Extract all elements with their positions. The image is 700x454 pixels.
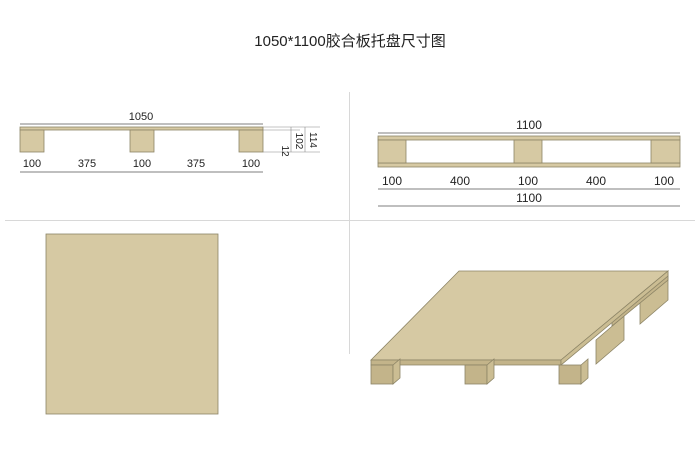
side-block-center: [513, 139, 543, 164]
side-block-left: [377, 139, 407, 164]
side-view: 1100 100 400 100 400 100 1100: [377, 118, 681, 207]
side-overall-width-top: 1100: [516, 118, 542, 132]
front-seg-3: 100: [133, 158, 151, 170]
page-title: 1050*1100胶合板托盘尺寸图: [254, 33, 446, 50]
front-seg-4: 375: [187, 158, 205, 170]
front-height-deck: 12: [279, 145, 290, 157]
top-view-deck: [45, 233, 219, 415]
front-height-total: 114: [307, 132, 318, 148]
front-block-center: [129, 129, 155, 153]
side-block-right: [650, 139, 681, 164]
top-view: [45, 233, 219, 415]
front-view: 1050 114 102 12 100 375 100 375 100: [19, 111, 320, 173]
iso-block-front-center: [464, 364, 488, 385]
front-height-block: 102: [293, 133, 304, 150]
front-deck-board: [19, 126, 264, 131]
iso-block-front-right: [558, 364, 582, 385]
iso-block-front-center-side: [486, 358, 495, 385]
side-deck-top: [377, 135, 681, 141]
iso-block-front-left: [370, 364, 394, 385]
front-block-right: [238, 129, 264, 153]
side-deck-bottom: [377, 162, 681, 168]
iso-block-front-right-side: [580, 358, 589, 385]
side-seg-1: 100: [382, 174, 402, 188]
front-overall-width: 1050: [129, 111, 153, 123]
front-seg-2: 375: [78, 158, 96, 170]
side-seg-4: 400: [586, 174, 606, 188]
iso-block-front-left-side: [392, 358, 401, 385]
side-seg-5: 100: [654, 174, 674, 188]
side-seg-3: 100: [518, 174, 538, 188]
front-block-left: [19, 129, 45, 153]
vertical-divider: [349, 92, 350, 354]
horizontal-divider: [5, 220, 695, 221]
side-seg-2: 400: [450, 174, 470, 188]
isometric-view: [370, 270, 670, 385]
front-seg-1: 100: [23, 158, 41, 170]
front-seg-5: 100: [242, 158, 260, 170]
side-overall-width-bottom: 1100: [516, 191, 542, 205]
iso-deck-right-edge: [560, 270, 669, 366]
